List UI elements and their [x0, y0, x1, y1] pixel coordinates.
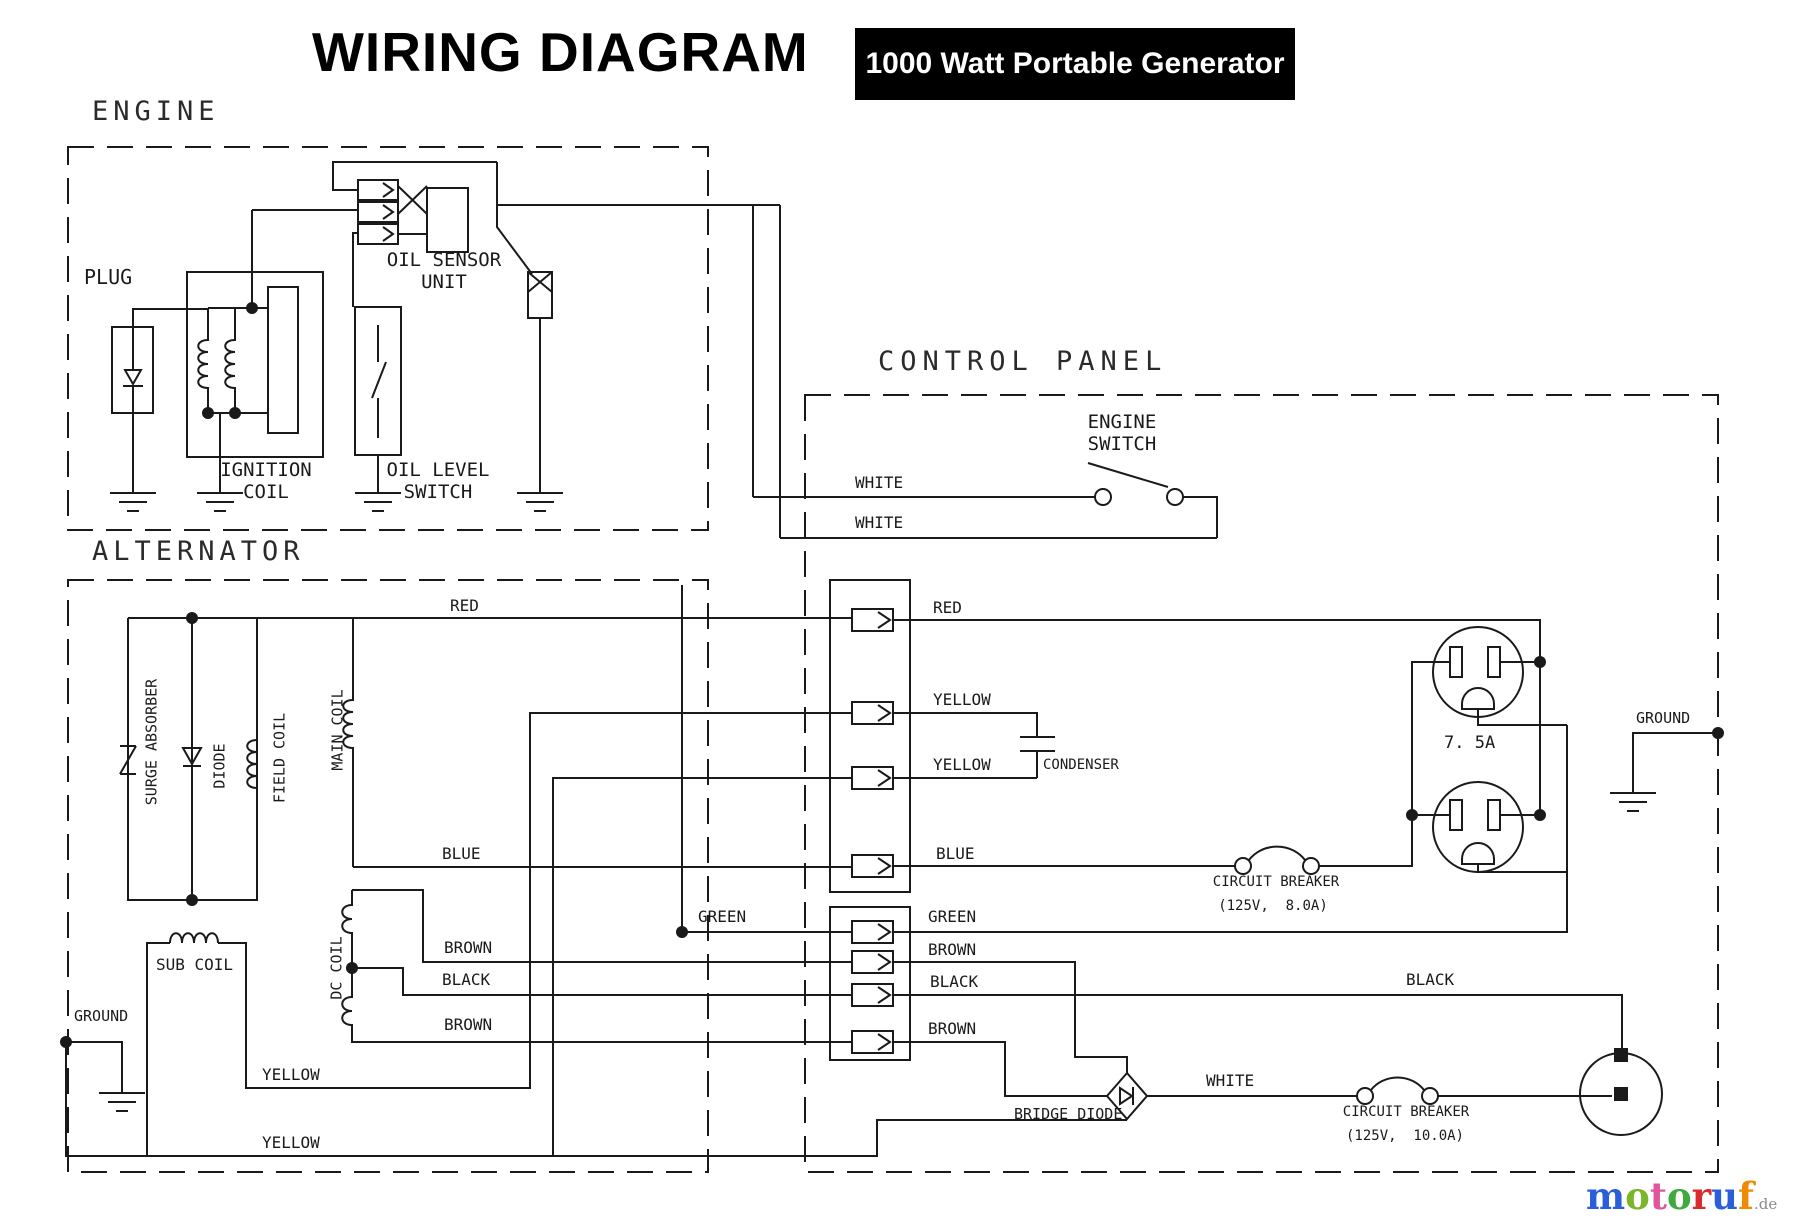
- wire-label-brown1-right: BROWN: [928, 940, 977, 959]
- black-wire: [893, 994, 1623, 1051]
- spark-plug-symbol: [110, 308, 208, 512]
- engine-section-border: [67, 146, 709, 531]
- engine-switch-symbol: [753, 462, 1218, 539]
- wire-label-blue-right: BLUE: [936, 844, 975, 863]
- wire-label-yellow-low: YELLOW: [933, 755, 991, 774]
- diode-label: DIODE: [210, 743, 229, 789]
- wire-label-brown1-left: BROWN: [444, 938, 493, 957]
- condenser-symbol: [893, 712, 1055, 779]
- circuit-breaker2-label: CIRCUIT BREAKER: [1342, 1104, 1470, 1120]
- wire-label-green-left: GREEN: [698, 907, 747, 926]
- page-title: WIRING DIAGRAM: [312, 21, 809, 83]
- control-panel-section-border: [804, 394, 1719, 1173]
- motoruf-logo-letters: motoruf: [1586, 1174, 1754, 1218]
- engine-internal-wires: [252, 161, 781, 538]
- sub-coil-symbol: [146, 712, 852, 1156]
- ground-right-symbol: [1610, 727, 1724, 812]
- brown-wires: [893, 961, 1128, 1097]
- wire-label-brown2-right: BROWN: [928, 1019, 977, 1038]
- terminal-connector-block: [829, 579, 911, 1061]
- circuit-breaker2-rating: (125V, 10.0A): [1345, 1128, 1464, 1144]
- bridge-diode-symbol: [1105, 1071, 1149, 1121]
- wire-label-blue-left: BLUE: [442, 844, 481, 863]
- alternator-section-title: ALTERNATOR: [92, 536, 305, 567]
- circuit-breaker1-rating: (125V, 8.0A): [1218, 898, 1328, 914]
- receptacle-rating-label: 7. 5A: [1444, 733, 1496, 753]
- wire-label-red-right: RED: [933, 598, 962, 617]
- red-wire: [128, 617, 1546, 821]
- receptacle-120v-upper: [1432, 626, 1567, 726]
- wire-label-yellow-mid: YELLOW: [933, 690, 991, 709]
- oil-sensor-connectors: [357, 179, 469, 253]
- wire-label-red-left: RED: [450, 596, 479, 615]
- condenser-label: CONDENSER: [1043, 757, 1119, 773]
- generator-badge-text: 1000 Watt Portable Generator: [865, 47, 1285, 80]
- wire-label-black-left: BLACK: [442, 970, 491, 989]
- dc-outlet-symbol: [1579, 1048, 1663, 1136]
- generator-badge: 1000 Watt Portable Generator: [855, 28, 1295, 100]
- motoruf-logo-suffix: .de: [1753, 1195, 1778, 1213]
- receptacle-120v-lower: [1432, 781, 1567, 873]
- dc-coil-symbol: [341, 889, 852, 1043]
- wire-label-green-right: GREEN: [928, 907, 977, 926]
- wire-label-black-far-right: BLACK: [1406, 970, 1455, 989]
- surge-absorber-diode-fieldcoil-block: [119, 612, 258, 906]
- wire-label-white-bottom: WHITE: [855, 513, 904, 532]
- dc-coil-label: DC COIL: [327, 936, 346, 1000]
- control-panel-section-title: CONTROL PANEL: [878, 346, 1168, 377]
- field-coil-label: FIELD COIL: [270, 712, 289, 804]
- spark-cap-symbol: [517, 271, 563, 512]
- alternator-section-border: [67, 579, 709, 1173]
- ground-left-label: GROUND: [74, 1007, 129, 1025]
- main-coil-symbol: [342, 618, 354, 867]
- main-coil-label: MAIN COIL: [328, 689, 347, 771]
- wire-label-white-dc: WHITE: [1206, 1071, 1255, 1090]
- oil-level-switch-symbol: [352, 232, 402, 512]
- green-wire: [676, 585, 1568, 938]
- wire-label-white-top: WHITE: [855, 473, 904, 492]
- wire-label-yellow-bottom2: YELLOW: [262, 1133, 320, 1152]
- surge-absorber-label: SURGE ABSORBER: [142, 678, 161, 806]
- wire-label-yellow-bottom1: YELLOW: [262, 1065, 320, 1084]
- plug-label: PLUG: [84, 265, 133, 289]
- motoruf-logo: motoruf.de: [1586, 1174, 1777, 1218]
- yellow-ground-wire: [60, 777, 1127, 1157]
- circuit-breaker1-label: CIRCUIT BREAKER: [1212, 874, 1340, 890]
- ignition-coil-symbol: [186, 210, 324, 512]
- bridge-diode-label: BRIDGE DIODE: [1014, 1105, 1123, 1123]
- engine-section-title: ENGINE: [92, 96, 220, 127]
- wire-label-brown2-left: BROWN: [444, 1015, 493, 1034]
- ground-right-label: GROUND: [1636, 709, 1691, 727]
- sub-coil-label: SUB COIL: [156, 955, 234, 974]
- white-dc-wire: [1147, 1076, 1612, 1105]
- blue-wire: [353, 661, 1450, 875]
- wire-label-black-right: BLACK: [930, 972, 979, 991]
